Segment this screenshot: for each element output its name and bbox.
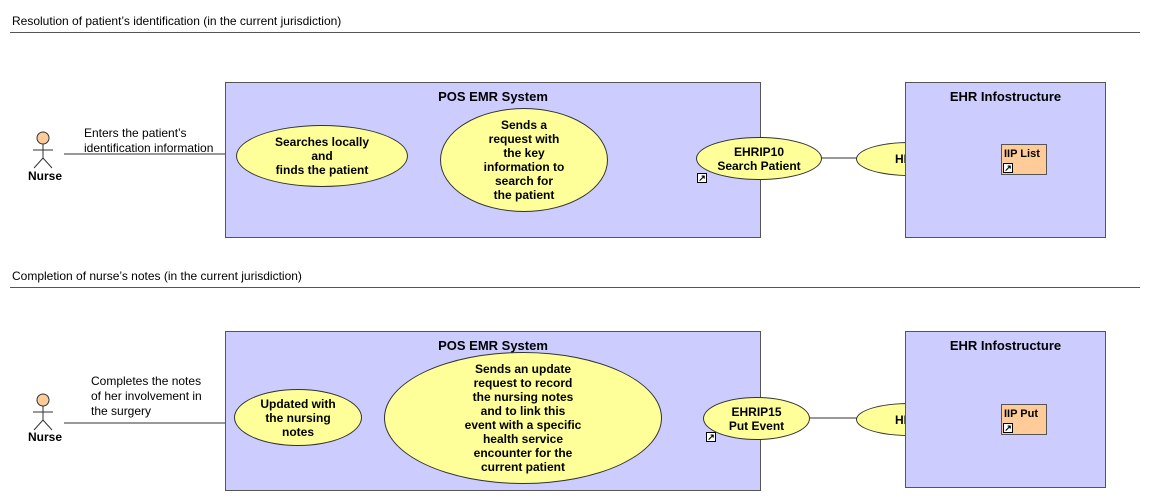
system-title: EHR Infostructure (949, 89, 1062, 104)
shortcut-arrow-icon: ↗ (706, 432, 716, 442)
use-case-update-notes[interactable]: Updated with the nursing notes (234, 389, 362, 446)
section-divider (10, 32, 1140, 33)
interface-label: EHRIP15 Put Event (728, 404, 785, 433)
section-title: Completion of nurse’s notes (in the curr… (12, 269, 302, 283)
section-divider (10, 287, 1140, 288)
shortcut-arrow-icon: ↗ (1003, 423, 1013, 433)
artifact-label: IIP List (1004, 148, 1040, 160)
artifact-label: IIP Put (1004, 408, 1039, 420)
system-title: POS EMR System (438, 338, 548, 353)
use-case-label: Sends an update request to record the nu… (464, 362, 582, 474)
interface-ehrip10[interactable]: EHRIP10 Search Patient (696, 137, 822, 180)
stick-figure-icon (33, 393, 53, 431)
system-title: POS EMR System (438, 89, 548, 104)
use-case-label: Searches locally and finds the patient (274, 135, 370, 177)
use-case-send-request[interactable]: Sends a request with the key information… (440, 108, 608, 212)
interface-ehrip15[interactable]: EHRIP15 Put Event (703, 397, 810, 440)
stick-figure-icon (33, 131, 53, 169)
use-case-send-update[interactable]: Sends an update request to record the nu… (384, 352, 662, 484)
system-title: EHR Infostructure (949, 338, 1062, 353)
actor-action-label: Completes the notes of her involvement i… (91, 374, 202, 418)
artifact-iip-list[interactable]: IIP List (1001, 144, 1047, 175)
use-case-search-locally[interactable]: Searches locally and finds the patient (236, 125, 408, 187)
actor-label: Nurse (28, 169, 63, 183)
use-case-label: Updated with the nursing notes (260, 396, 336, 439)
interface-label: EHRIP10 Search Patient (717, 144, 801, 173)
actor-action-label: Enters the patient’s identification info… (84, 126, 214, 155)
section-title: Resolution of patient’s identification (… (12, 14, 342, 28)
shortcut-arrow-icon: ↗ (1003, 163, 1013, 173)
actor-label: Nurse (28, 430, 63, 444)
use-case-label: Sends a request with the key information… (483, 118, 565, 202)
shortcut-arrow-icon: ↗ (697, 173, 707, 183)
